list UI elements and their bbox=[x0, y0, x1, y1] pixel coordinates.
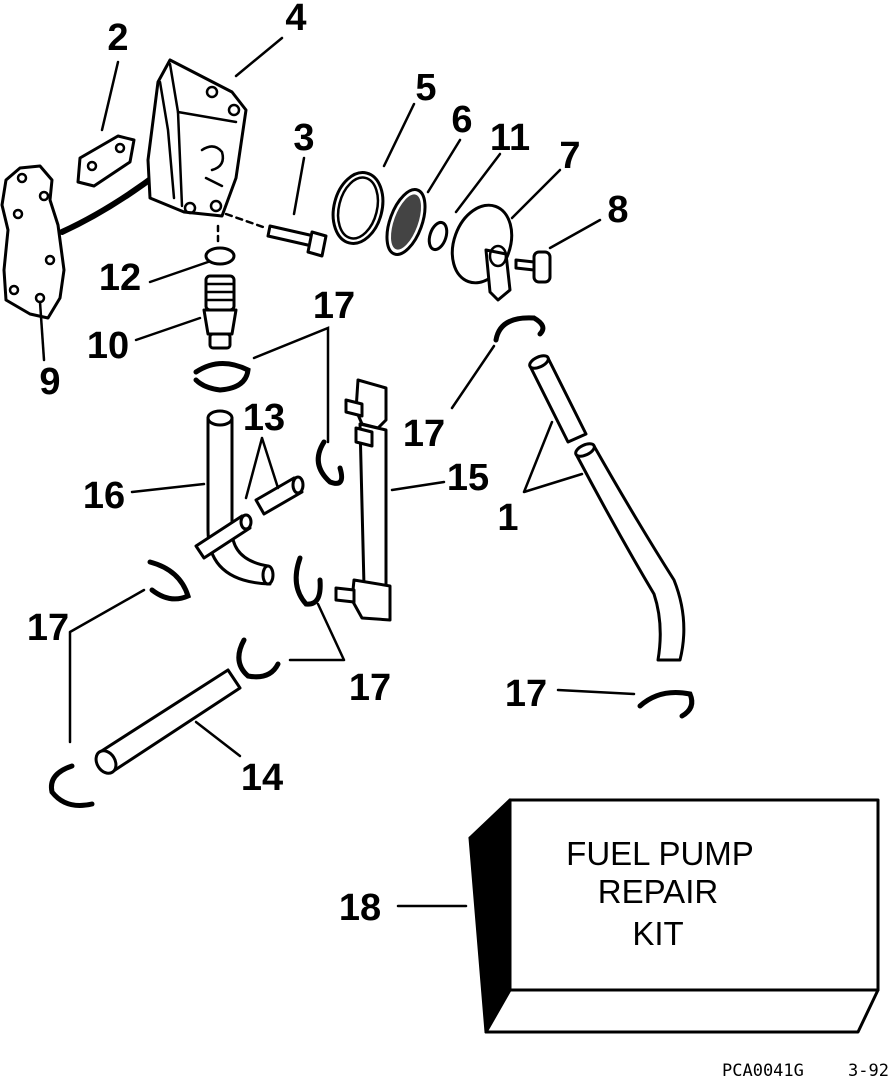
callout-13: 13 bbox=[243, 397, 285, 439]
part-9-gasket-plate bbox=[0, 164, 66, 320]
callout-17-filter: 17 bbox=[403, 413, 445, 455]
callout-7: 7 bbox=[559, 135, 580, 177]
kit-line-3: KIT bbox=[632, 915, 683, 952]
callout-11: 11 bbox=[490, 117, 530, 159]
part-18-repair-kit-box[interactable]: FUEL PUMP REPAIR KIT bbox=[468, 798, 880, 1034]
callout-10: 10 bbox=[87, 325, 129, 367]
leader-lines bbox=[38, 36, 636, 908]
callout-15: 15 bbox=[447, 457, 489, 499]
part-4-pump-body bbox=[146, 58, 248, 218]
callout-18: 18 bbox=[339, 887, 381, 929]
part-10-fitting bbox=[202, 274, 238, 350]
part-17-clamps bbox=[48, 315, 695, 808]
callout-5: 5 bbox=[415, 67, 436, 109]
part-7-cover bbox=[450, 203, 514, 302]
kit-line-2: REPAIR bbox=[598, 873, 718, 910]
callout-6: 6 bbox=[451, 99, 472, 141]
footer-date: 3-92 bbox=[848, 1061, 889, 1081]
part-1-hoses bbox=[528, 354, 686, 662]
callout-17-right: 17 bbox=[505, 673, 547, 715]
part-14-hose bbox=[94, 668, 242, 775]
part-2-small-gasket bbox=[76, 134, 136, 188]
callout-2: 2 bbox=[107, 17, 128, 59]
part-15-filter bbox=[334, 378, 392, 622]
callout-16: 16 bbox=[83, 475, 125, 517]
part-3-bolt bbox=[224, 212, 328, 258]
part-5-o-ring bbox=[331, 171, 385, 245]
part-8-screw bbox=[514, 250, 552, 284]
part-12-o-ring bbox=[204, 246, 236, 266]
callout-17-mid: 17 bbox=[349, 667, 391, 709]
callout-17-top: 17 bbox=[313, 285, 355, 327]
callout-17-left: 17 bbox=[27, 607, 69, 649]
footer-code: PCA0041G bbox=[722, 1061, 804, 1081]
kit-line-1: FUEL PUMP bbox=[566, 835, 754, 872]
callout-3: 3 bbox=[293, 117, 314, 159]
callout-14: 14 bbox=[241, 757, 283, 799]
callout-1: 1 bbox=[497, 497, 518, 539]
part-6-screen bbox=[385, 188, 427, 256]
callout-4: 4 bbox=[285, 0, 306, 39]
part-11-small-o-ring bbox=[427, 220, 449, 252]
callout-12: 12 bbox=[99, 257, 141, 299]
callout-8: 8 bbox=[607, 189, 628, 231]
part-13-connectors bbox=[194, 475, 305, 560]
callout-9: 9 bbox=[39, 361, 60, 403]
